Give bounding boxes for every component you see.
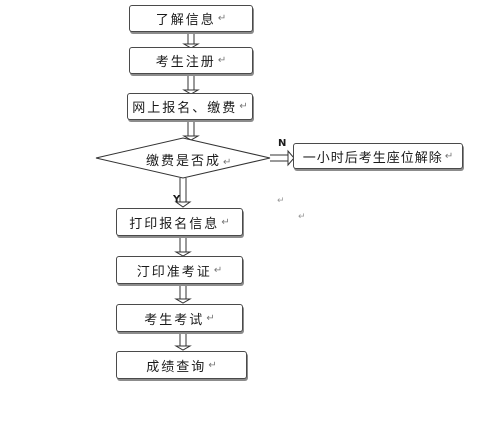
return-mark: ↵: [217, 55, 227, 66]
stray-return-mark: ↵: [298, 212, 306, 222]
arrow-2: [182, 73, 200, 95]
step-register: 考生注册↵: [129, 47, 253, 74]
return-mark: ↵: [221, 216, 230, 228]
return-mark: ↵: [217, 13, 227, 24]
step-print-admission: 汀印准考证↵: [116, 256, 243, 284]
decision-diamond: [95, 137, 271, 179]
arrow-no: [270, 149, 295, 167]
step-apply-pay-label: 网上报名、缴费: [132, 101, 238, 116]
arrow-1: [182, 31, 200, 49]
step-print-admission-label: 汀印准考证: [136, 264, 212, 280]
step-apply-pay: 网上报名、缴费↵: [127, 93, 253, 120]
return-mark: ↵: [239, 101, 248, 112]
step-print-info: 打印报名信息↵: [116, 208, 243, 236]
stray-return-mark: ↵: [277, 196, 285, 206]
step-take-exam-label: 考生考试: [144, 312, 205, 328]
return-mark: ↵: [208, 359, 217, 371]
step-seat-release: 一小时后考生座位解除↵: [293, 143, 463, 169]
arrow-5: [174, 284, 192, 304]
arrow-yes: [174, 178, 192, 208]
label-yes: Y: [173, 194, 181, 205]
step-register-label: 考生注册: [155, 55, 216, 70]
return-mark: ↵: [213, 264, 223, 276]
step-score-query-label: 成绩查询: [146, 359, 207, 375]
arrow-6: [174, 331, 192, 351]
label-no: N: [278, 138, 287, 149]
step-seat-release-label: 一小时后考生座位解除: [302, 150, 443, 166]
return-mark: ↵: [444, 150, 454, 162]
step-print-info-label: 打印报名信息: [129, 216, 220, 232]
arrow-4: [174, 236, 192, 257]
decision-label: 缴费是否成↵: [146, 154, 232, 169]
step-take-exam: 考生考试↵: [116, 304, 243, 332]
step-learn-info-label: 了解信息: [155, 13, 216, 28]
step-learn-info: 了解信息↵: [129, 5, 253, 32]
return-mark: ↵: [206, 312, 215, 324]
arrow-3: [182, 119, 200, 141]
step-score-query: 成绩查询↵: [116, 351, 247, 379]
